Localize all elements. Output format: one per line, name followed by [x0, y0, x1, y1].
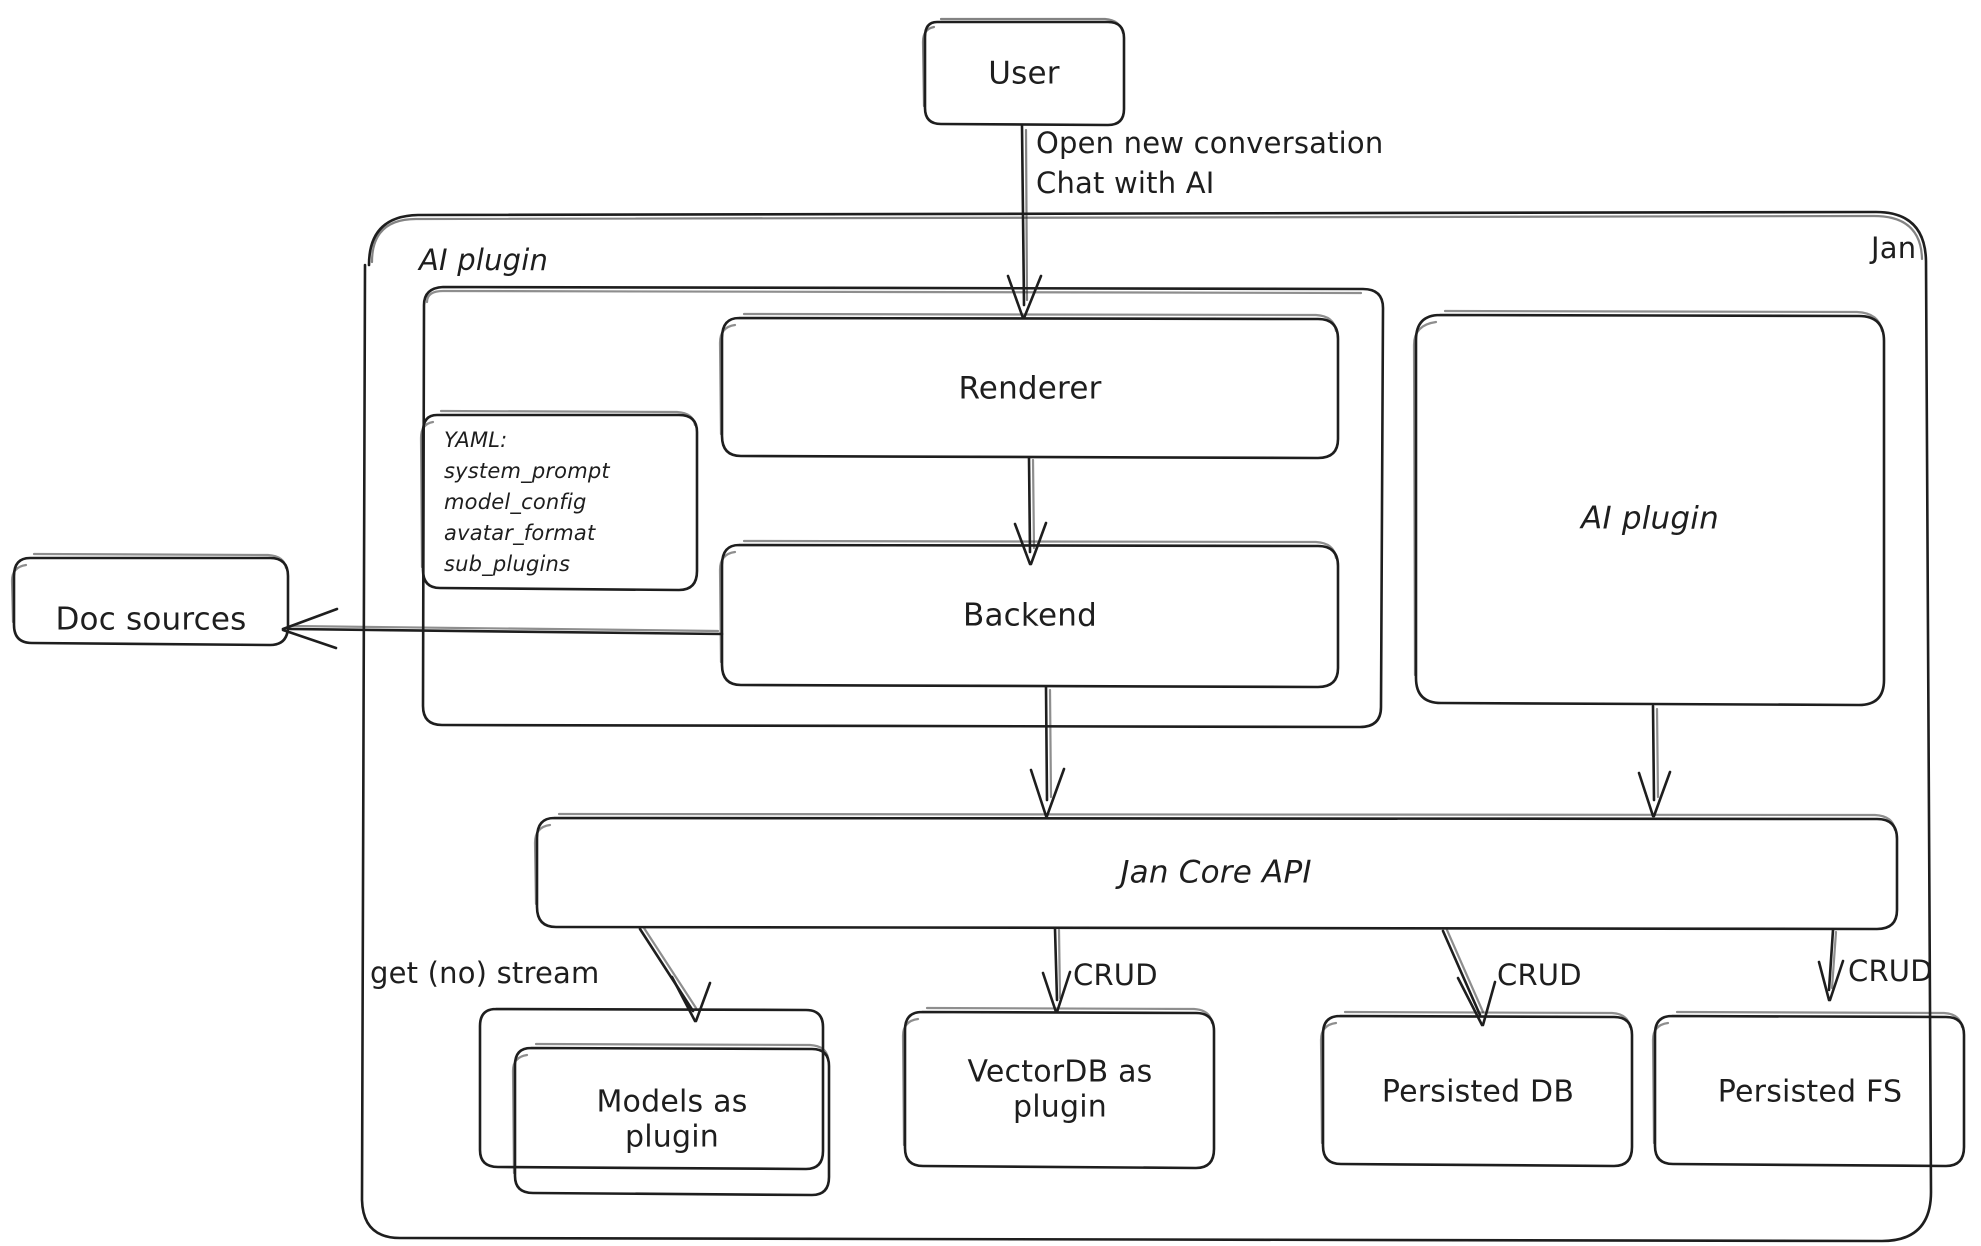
- node-ai-plugin-outline: [1412, 309, 1886, 707]
- node-jan-core-api-outline: [533, 812, 1899, 931]
- edge-label-crud-persisted-fs: CRUD: [1848, 954, 1933, 988]
- edge-label-open-new-conversation: Open new conversation: [1036, 126, 1384, 160]
- node-models-as-plugin-outline: [478, 1007, 831, 1197]
- edge-label-chat-with-ai: Chat with AI: [1036, 166, 1215, 200]
- arrow-backend-to-doc-sources: [281, 607, 724, 650]
- container-label-jan: Jan: [1871, 231, 1917, 265]
- arrow-core-to-vectordb: [1041, 927, 1072, 1014]
- card-yaml-heading: YAML:: [444, 428, 508, 452]
- card-yaml-key-sub-plugins: sub_plugins: [444, 552, 571, 576]
- container-jan-outline: [360, 210, 1933, 1243]
- card-yaml-key-system-prompt: system_prompt: [444, 459, 610, 483]
- arrow-core-to-persisted-fs: [1817, 928, 1845, 1002]
- node-user-outline: [921, 17, 1126, 127]
- node-backend-outline: [718, 539, 1340, 689]
- arrow-backend-to-core-api: [1029, 685, 1066, 818]
- edge-label-crud-vectordb: CRUD: [1073, 958, 1158, 992]
- node-ai-plugin-label[interactable]: AI plugin: [1581, 500, 1719, 537]
- arrow-user-to-renderer: [1006, 124, 1043, 320]
- arrow-core-to-models: [638, 926, 712, 1023]
- node-doc-sources-label[interactable]: Doc sources: [55, 601, 247, 638]
- edge-label-get-no-stream: get (no) stream: [370, 956, 600, 990]
- node-renderer-label[interactable]: Renderer: [958, 370, 1102, 407]
- card-yaml-outline: [419, 409, 699, 592]
- node-persisted-fs-outline: [1651, 1010, 1966, 1168]
- card-yaml-key-model-config: model_config: [444, 490, 587, 514]
- node-vectordb-as-plugin-outline: [901, 1006, 1216, 1170]
- node-backend-label[interactable]: Backend: [963, 597, 1097, 634]
- node-persisted-db-label[interactable]: Persisted DB: [1381, 1074, 1575, 1110]
- node-vectordb-as-plugin-label[interactable]: VectorDB as plugin: [967, 1054, 1153, 1125]
- node-persisted-db-outline: [1319, 1010, 1634, 1168]
- node-renderer-outline: [718, 312, 1340, 460]
- container-label-ai-plugin: AI plugin: [419, 243, 549, 277]
- arrow-core-to-persisted-db: [1441, 928, 1497, 1027]
- arrow-renderer-to-backend: [1013, 456, 1048, 566]
- container-ai-plugin-outline: [421, 285, 1385, 729]
- node-models-as-plugin-label[interactable]: Models as plugin: [596, 1084, 748, 1155]
- node-user-label[interactable]: User: [988, 55, 1060, 92]
- node-jan-core-api-label[interactable]: Jan Core API: [1120, 854, 1312, 891]
- node-persisted-fs-label[interactable]: Persisted FS: [1717, 1074, 1903, 1110]
- arrow-ai-plugin-to-core-api: [1637, 704, 1672, 818]
- edge-label-crud-persisted-db: CRUD: [1497, 958, 1582, 992]
- node-doc-sources-outline: [10, 552, 290, 647]
- card-yaml-key-avatar-format: avatar_format: [444, 521, 596, 545]
